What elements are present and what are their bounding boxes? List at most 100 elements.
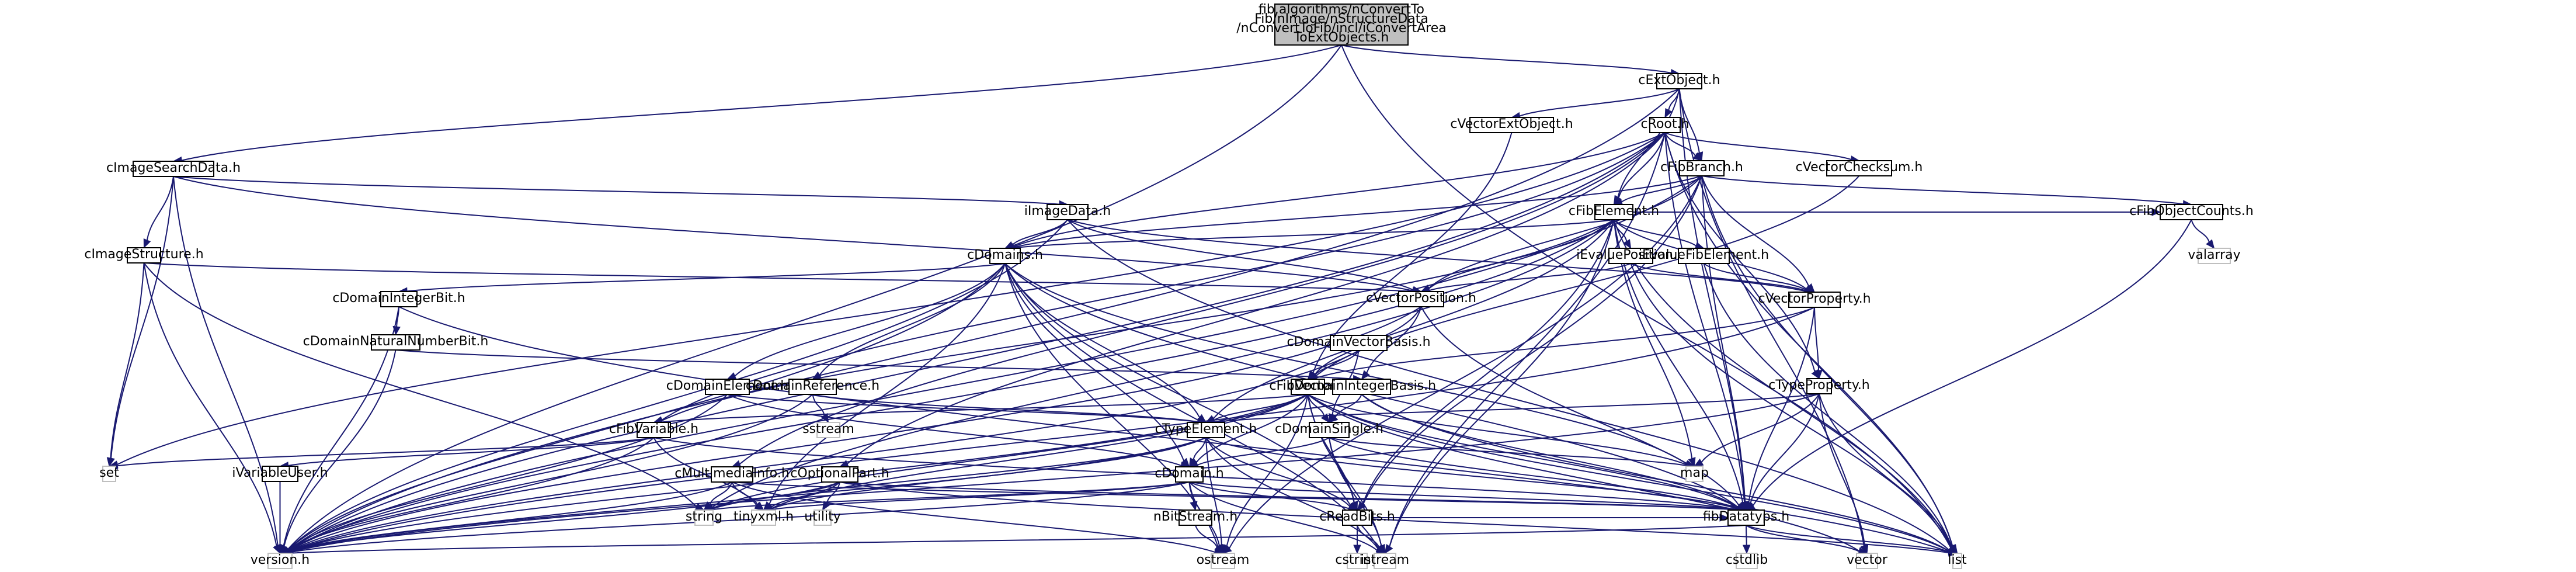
edge-c-root-to-version bbox=[287, 132, 1666, 552]
node-c-vector-position[interactable]: cVectorPosition.h bbox=[1366, 291, 1476, 307]
arrowhead-icon bbox=[1190, 501, 1198, 511]
node-box bbox=[1608, 248, 1653, 264]
node-c-root[interactable]: cRoot.h bbox=[1641, 117, 1689, 133]
node-box bbox=[821, 466, 858, 483]
node-label: cTypeProperty.h bbox=[1768, 378, 1870, 393]
node-label: cDomains.h bbox=[967, 248, 1043, 262]
edge-c-type-property-to-map bbox=[1701, 393, 1820, 463]
node-box bbox=[1656, 73, 1702, 89]
arrowhead-icon bbox=[1814, 370, 1823, 380]
edge-c-root-to-c-vector-checksum bbox=[1664, 132, 1851, 160]
node-c-fib-element[interactable]: cFibElement.h bbox=[1569, 204, 1659, 220]
edge-c-domain-natural-number-bit-to-c-domain-integer-basis bbox=[395, 349, 1354, 380]
arrowhead-icon bbox=[1384, 544, 1393, 554]
edge-c-vector-property-to-c-fib-vector bbox=[1316, 307, 1815, 379]
node-c-vector-checksum[interactable]: cVectorChecksum.h bbox=[1796, 160, 1923, 176]
node-c-image-search-data[interactable]: cImageSearchData.h bbox=[106, 161, 241, 177]
node-label: cDomainReference.h bbox=[746, 379, 879, 393]
node-c-fib-object-counts[interactable]: cFibObjectCounts.h bbox=[2129, 204, 2254, 220]
node-label: cFibObjectCounts.h bbox=[2129, 204, 2254, 219]
node-ostream: ostream bbox=[1197, 553, 1249, 569]
node-label: Fib/nImage/nStructureData bbox=[1254, 12, 1428, 26]
node-label: cDomain.h bbox=[1155, 466, 1223, 481]
node-vector: vector bbox=[1847, 553, 1888, 569]
node-c-vector-ext-object[interactable]: cVectorExtObject.h bbox=[1450, 117, 1573, 133]
node-fib-datatyps[interactable]: fibDatatyps.h bbox=[1703, 509, 1789, 526]
node-c-multimedia-info[interactable]: cMultimediaInfo.h bbox=[675, 466, 790, 483]
node-c-vector-property[interactable]: cVectorProperty.h bbox=[1758, 292, 1871, 308]
edge-c-type-property-to-fib-datatyps bbox=[1750, 393, 1820, 504]
node-cstdlib: cstdlib bbox=[1726, 553, 1768, 569]
edge-c-vector-position-to-version bbox=[287, 306, 1422, 552]
node-map: map bbox=[1680, 466, 1709, 482]
node-label: cTypeElement.h bbox=[1155, 422, 1257, 436]
node-box bbox=[637, 422, 671, 438]
edge-c-vector-property-to-c-type-property bbox=[1814, 307, 1820, 371]
node-sstream: sstream bbox=[802, 422, 854, 438]
node-c-domain-integer-bit[interactable]: cDomainIntegerBit.h bbox=[332, 291, 465, 307]
edge-i-image-data-to-c-vector-position bbox=[1067, 219, 1414, 291]
node-c-optional-part[interactable]: cOptionalPart.h bbox=[790, 466, 889, 483]
arrowhead-icon bbox=[1376, 544, 1386, 554]
node-i-evalue-fib-element[interactable]: iEvalueFibElement.h bbox=[1639, 248, 1769, 264]
edge-c-multimedia-info-to-version bbox=[287, 481, 732, 553]
arrowhead-icon bbox=[1623, 239, 1632, 249]
node-c-read-bits[interactable]: cReadBits.h bbox=[1319, 509, 1395, 526]
node-c-domain-single[interactable]: cDomainSingle.h bbox=[1275, 422, 1383, 438]
edge-c-root-to-set bbox=[117, 132, 1666, 465]
edge-c-type-element-to-c-read-bits bbox=[1205, 437, 1351, 507]
node-c-type-element[interactable]: cTypeElement.h bbox=[1155, 422, 1257, 438]
edge-c-image-search-data-to-i-image-data bbox=[173, 176, 1060, 205]
node-label: cFibElement.h bbox=[1569, 204, 1659, 219]
node-i-evalue-position[interactable]: iEvaluePosition.h bbox=[1576, 248, 1685, 264]
edge-i-evalue-fib-element-to-list bbox=[1703, 263, 1953, 547]
node-box bbox=[1330, 335, 1388, 351]
edge-c-image-structure-to-version bbox=[143, 262, 277, 546]
node-box bbox=[1274, 4, 1409, 46]
node-c-domain-reference[interactable]: cDomainReference.h bbox=[746, 379, 879, 395]
edge-c-vector-position-to-fib-datatyps bbox=[1420, 306, 1740, 507]
node-i-image-data[interactable]: iImageData.h bbox=[1024, 204, 1111, 220]
node-label: cFibBranch.h bbox=[1660, 160, 1743, 175]
node-box bbox=[694, 509, 714, 526]
node-label: cImageStructure.h bbox=[84, 247, 203, 262]
node-box bbox=[1309, 422, 1350, 438]
node-c-domains[interactable]: cDomains.h bbox=[967, 248, 1043, 264]
edge-c-image-search-data-to-c-image-structure bbox=[146, 176, 174, 241]
edge-c-fib-variable-to-version bbox=[287, 437, 655, 552]
edge-c-domain-integer-basis-to-list bbox=[1361, 394, 1950, 552]
edge-c-root-to-c-domains bbox=[1013, 132, 1666, 248]
node-n-bit-stream[interactable]: nBitStream.h bbox=[1153, 509, 1237, 526]
node-label: cDomainSingle.h bbox=[1275, 422, 1383, 436]
node-c-ext-object[interactable]: cExtObject.h bbox=[1638, 73, 1720, 89]
edge-fib-datatyps-to-version bbox=[288, 525, 1747, 554]
node-c-fib-branch[interactable]: cFibBranch.h bbox=[1660, 160, 1743, 176]
edge-c-fib-element-to-string bbox=[711, 219, 1615, 508]
node-label: ToExtObjects.h bbox=[1294, 30, 1389, 45]
nodes-layer: fib.algorithms/nConvertToFib/nImage/nStr… bbox=[84, 2, 2254, 569]
node-label: version.h bbox=[251, 553, 310, 567]
node-label: nBitStream.h bbox=[1153, 509, 1237, 524]
node-box bbox=[816, 422, 840, 438]
edge-c-domain-single-to-fib-datatyps bbox=[1329, 437, 1739, 509]
node-box bbox=[380, 291, 418, 307]
edge-c-type-element-to-ostream bbox=[1205, 437, 1222, 546]
node-c-domain[interactable]: cDomain.h bbox=[1155, 466, 1224, 483]
node-box bbox=[1175, 466, 1204, 483]
node-c-image-structure[interactable]: cImageStructure.h bbox=[84, 247, 204, 264]
node-c-domain-element[interactable]: cDomainElement.h bbox=[666, 379, 788, 395]
node-c-domain-integer-basis[interactable]: cDomainIntegerBasis.h bbox=[1287, 379, 1436, 395]
node-c-fib-variable[interactable]: cFibVariable.h bbox=[609, 422, 698, 438]
node-label: sstream bbox=[802, 422, 854, 436]
node-tinyxml: tinyxml.h bbox=[733, 509, 794, 526]
node-c-domain-vector-basis[interactable]: cDomainVectorBasis.h bbox=[1287, 335, 1431, 351]
edge-c-domain-single-to-map bbox=[1329, 437, 1687, 466]
node-box bbox=[1332, 379, 1391, 395]
node-root[interactable]: fib.algorithms/nConvertToFib/nImage/nStr… bbox=[1236, 2, 1447, 46]
node-box bbox=[1047, 204, 1089, 220]
node-c-type-property[interactable]: cTypeProperty.h bbox=[1768, 378, 1870, 394]
node-c-domain-natural-number-bit[interactable]: cDomainNaturalNumberBit.h bbox=[303, 334, 489, 351]
node-label: cFibVariable.h bbox=[609, 422, 698, 436]
node-i-variable-user[interactable]: iVariableUser.h bbox=[232, 466, 328, 482]
arrowhead-icon bbox=[1719, 514, 1729, 522]
